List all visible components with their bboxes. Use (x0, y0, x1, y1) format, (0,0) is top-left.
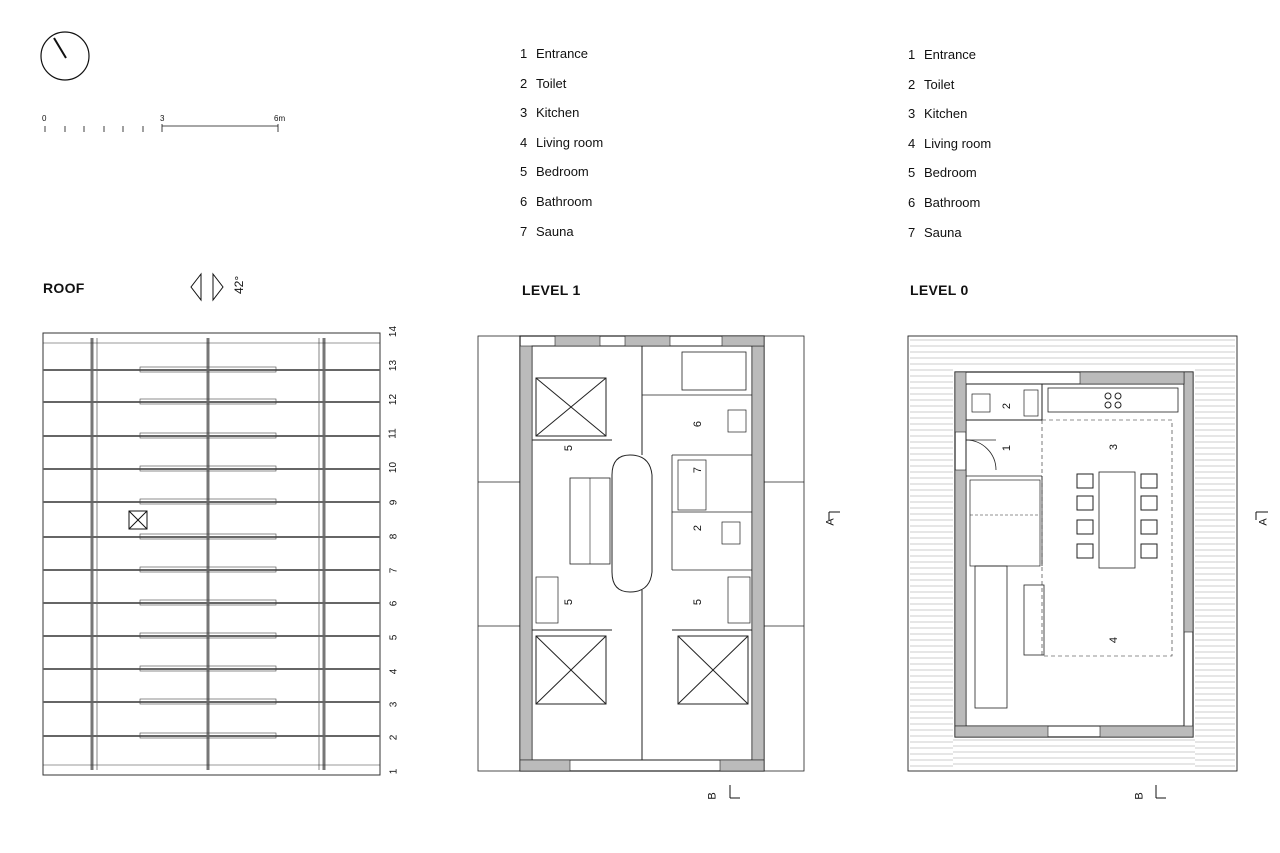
level1-plan (477, 335, 805, 772)
roof-purlins (43, 366, 380, 739)
roof-batten (139, 599, 277, 606)
roof-batten (139, 698, 277, 705)
roof-batten (139, 533, 277, 540)
room-label: 2 (1001, 402, 1014, 410)
level1-title: LEVEL 1 (522, 282, 581, 298)
roof-hatch-icon (128, 510, 148, 530)
roof-batten (139, 465, 277, 472)
roof-pitch-label: 42° (232, 275, 246, 294)
grid-label: 7 (388, 567, 400, 574)
scale-label-6m: 6m (274, 114, 286, 123)
grid-label: 12 (388, 393, 400, 406)
roof-batten (139, 398, 277, 405)
room-label: 7 (692, 466, 705, 474)
grid-label: 4 (388, 668, 400, 675)
section-b-label: B (1133, 792, 1146, 800)
pitch-arrows-icon (190, 272, 224, 302)
room-label: 5 (563, 444, 576, 452)
scale-bar (44, 124, 279, 132)
scale-label-3: 3 (160, 114, 165, 123)
grid-label: 13 (388, 359, 400, 372)
roof-plan (42, 332, 381, 776)
roof-batten (139, 632, 277, 639)
grid-label: 2 (388, 734, 400, 741)
roof-batten (139, 498, 277, 505)
grid-label: 5 (388, 634, 400, 641)
grid-label: 9 (388, 499, 400, 506)
section-a-label: A (824, 518, 837, 526)
room-label: 4 (1108, 636, 1121, 644)
grid-label: 14 (388, 325, 400, 338)
roof-title: ROOF (43, 280, 85, 296)
grid-label: 6 (388, 600, 400, 607)
room-label: 6 (692, 420, 705, 428)
grid-label: 11 (387, 428, 399, 439)
room-label: 1 (1001, 444, 1014, 452)
section-a-label: A (1257, 518, 1270, 526)
scale-label-0: 0 (42, 114, 47, 123)
north-arrow-icon (40, 31, 90, 81)
level0-plan (907, 335, 1238, 772)
grid-label: 3 (388, 701, 400, 708)
level0-title: LEVEL 0 (910, 282, 969, 298)
roof-batten (139, 566, 277, 573)
grid-label: 8 (388, 533, 400, 540)
room-label: 3 (1108, 443, 1121, 451)
room-label: 5 (692, 598, 705, 606)
roof-batten (139, 432, 277, 439)
room-label: 5 (563, 598, 576, 606)
roof-batten (139, 732, 277, 739)
room-label: 2 (692, 524, 705, 532)
level0-deck-boards (910, 339, 1235, 767)
grid-label: 10 (388, 461, 400, 474)
section-markers (729, 511, 1268, 799)
roof-batten (139, 366, 277, 373)
section-b-label: B (706, 792, 719, 800)
grid-label: 1 (388, 768, 400, 775)
roof-batten (139, 665, 277, 672)
